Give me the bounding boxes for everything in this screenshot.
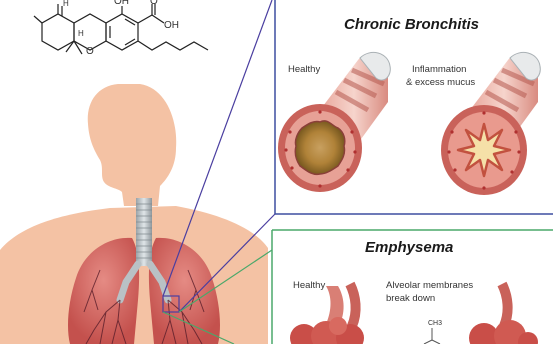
molecule-acid-oh-label: OH	[164, 20, 179, 32]
ch3-label: CH3	[428, 318, 442, 330]
inflammation-label-line2: & excess mucus	[406, 77, 475, 89]
chemical-structure	[34, 4, 208, 54]
trachea	[136, 198, 152, 266]
molecule-h-lower-label: H	[78, 28, 84, 40]
bronchitis-title: Chronic Bronchitis	[344, 16, 479, 33]
molecule-ring-oxygen-label: O	[86, 46, 94, 58]
healthy-alveoli-illustration	[290, 284, 364, 344]
alveolar-label-line1: Alveolar membranes	[386, 280, 473, 292]
alveolar-label-line2: break down	[386, 293, 435, 305]
molecule-oh-label: OH	[114, 0, 129, 8]
emphysema-title: Emphysema	[365, 239, 453, 256]
head-silhouette	[88, 84, 176, 206]
bronchitis-healthy-label: Healthy	[288, 64, 320, 76]
inflammation-label-line1: Inflammation	[412, 64, 466, 76]
emphysema-healthy-label: Healthy	[293, 280, 325, 292]
damaged-alveoli-illustration	[469, 284, 538, 344]
molecule-carbonyl-label: O	[150, 0, 158, 8]
molecule-h-upper-label: H	[63, 0, 69, 10]
